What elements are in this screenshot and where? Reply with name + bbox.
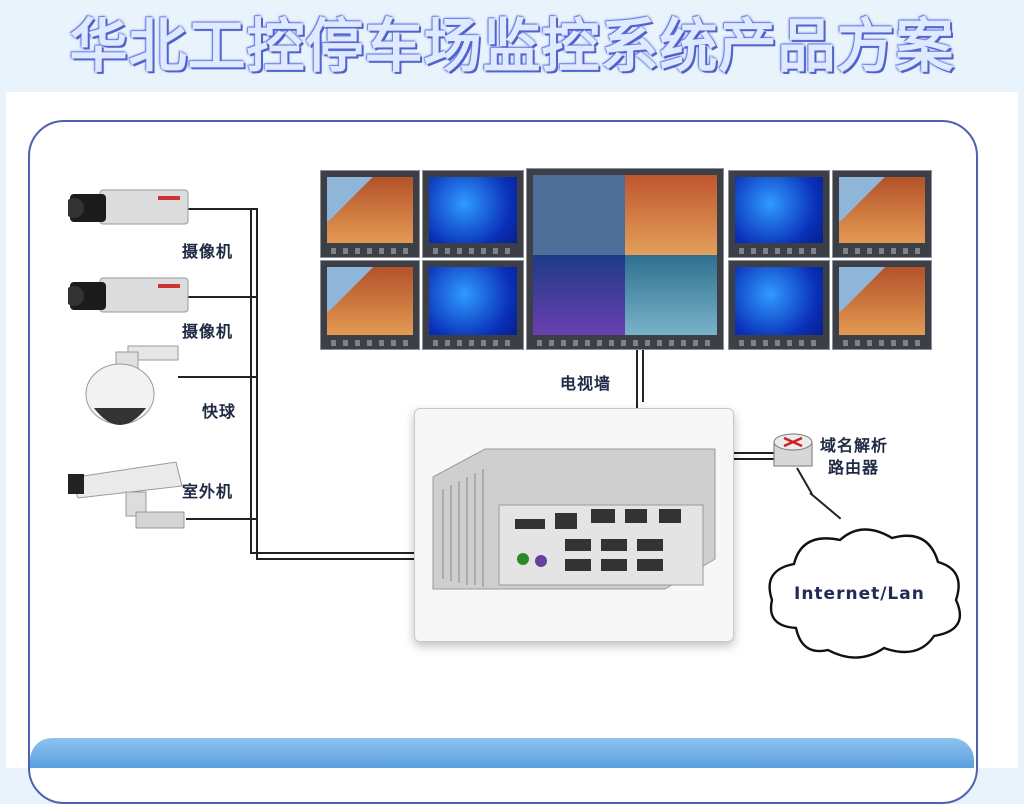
dome-camera [80,342,184,442]
monitor-2 [422,170,524,258]
monitor-3 [320,260,420,350]
monitor-6 [832,170,932,258]
dome-link [178,376,258,378]
monitor-7 [728,260,830,350]
router-icon [770,428,816,472]
monitor-8 [832,260,932,350]
dome-label: 快球 [202,398,236,422]
box-camera-1 [68,184,192,230]
router-label-line1: 域名解析 [820,432,888,456]
monitor-1 [320,170,420,258]
server-link [250,552,414,554]
outdoor-link [186,518,258,520]
industrial-pc [414,408,734,642]
monitor-4 [422,260,524,350]
outdoor-camera [66,458,194,540]
camera1-label: 摄像机 [182,238,233,262]
outdoor-label: 室外机 [182,478,233,502]
bus-line-vertical [250,208,252,552]
cam2-link [188,296,258,298]
server-link-2 [256,558,414,560]
box-camera-2 [68,272,192,318]
tvwall-link [636,348,638,408]
cam1-link [188,208,258,210]
page-title: 华北工控停车场监控系统产品方案 [0,6,1024,86]
bottom-bar [30,738,974,768]
monitor-5 [728,170,830,258]
router-label-line2: 路由器 [828,454,879,478]
monitor-main [526,168,724,350]
bus-line-vertical-2 [256,208,258,558]
camera2-label: 摄像机 [182,318,233,342]
network-label: Internet/Lan [794,584,925,604]
diagram-stage: 摄像机 摄像机 快球 室外机 [6,92,1018,768]
tv-wall-label: 电视墙 [560,370,611,394]
tvwall-link-2 [642,348,644,402]
